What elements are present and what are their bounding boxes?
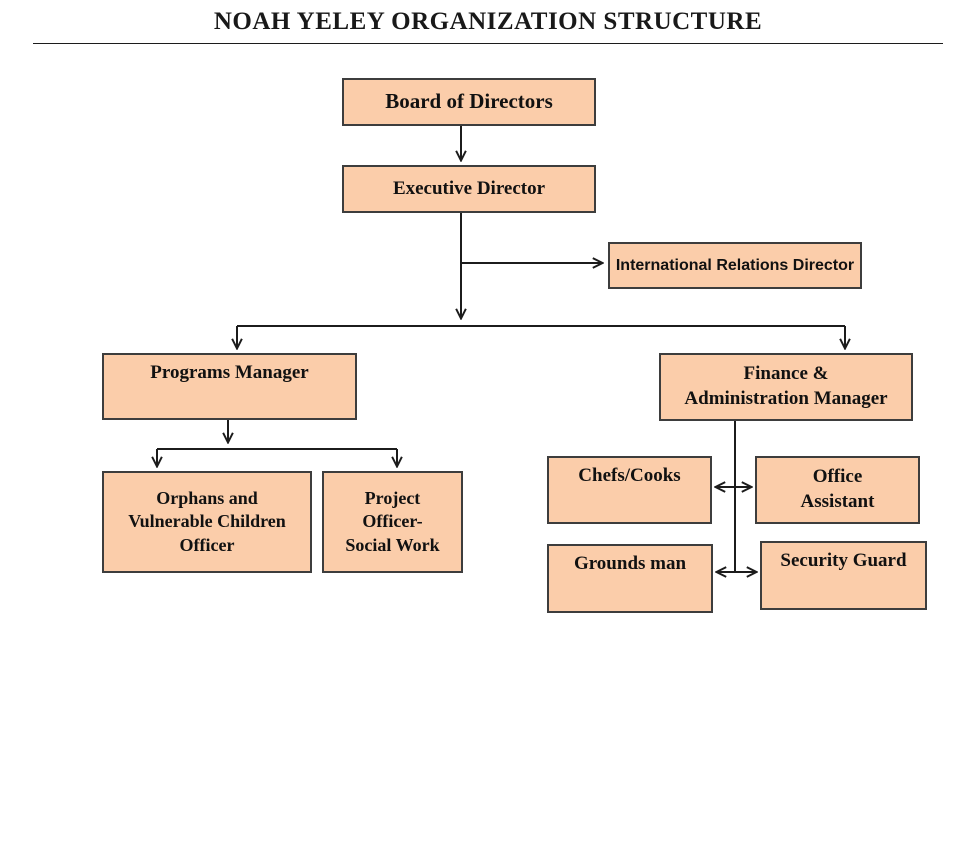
node-finance-administration-manager: Finance & Administration Manager bbox=[659, 353, 913, 421]
node-project-officer-social-work: Project Officer- Social Work bbox=[322, 471, 463, 573]
node-chefs-cooks: Chefs/Cooks bbox=[547, 456, 712, 524]
node-programs-manager: Programs Manager bbox=[102, 353, 357, 420]
node-international-relations-director-label: International Relations Director bbox=[615, 256, 855, 274]
node-grounds-man-label: Grounds man bbox=[573, 553, 687, 574]
page-title: NOAH YELEY ORGANIZATION STRUCTURE bbox=[213, 8, 763, 35]
node-board-of-directors-label: Board of Directors bbox=[385, 89, 553, 114]
title-divider bbox=[33, 43, 943, 44]
node-programs-manager-label: Programs Manager bbox=[150, 362, 309, 383]
node-executive-director: Executive Director bbox=[342, 165, 596, 213]
node-office-assistant: Office Assistant bbox=[755, 456, 920, 524]
node-orphans-vulnerable-children-officer-label: Orphans and Vulnerable Children Officer bbox=[128, 487, 286, 555]
node-security-guard-label: Security Guard bbox=[780, 550, 907, 571]
node-grounds-man: Grounds man bbox=[547, 544, 713, 613]
node-orphans-vulnerable-children-officer: Orphans and Vulnerable Children Officer bbox=[102, 471, 312, 573]
node-board-of-directors: Board of Directors bbox=[342, 78, 596, 126]
node-finance-administration-manager-label: Finance & Administration Manager bbox=[684, 363, 888, 409]
node-security-guard: Security Guard bbox=[760, 541, 927, 610]
node-executive-director-label: Executive Director bbox=[392, 177, 546, 199]
node-project-officer-social-work-label: Project Officer- Social Work bbox=[345, 487, 440, 555]
node-international-relations-director: International Relations Director bbox=[608, 242, 862, 289]
node-office-assistant-label: Office Assistant bbox=[800, 466, 875, 512]
node-chefs-cooks-label: Chefs/Cooks bbox=[578, 465, 681, 486]
